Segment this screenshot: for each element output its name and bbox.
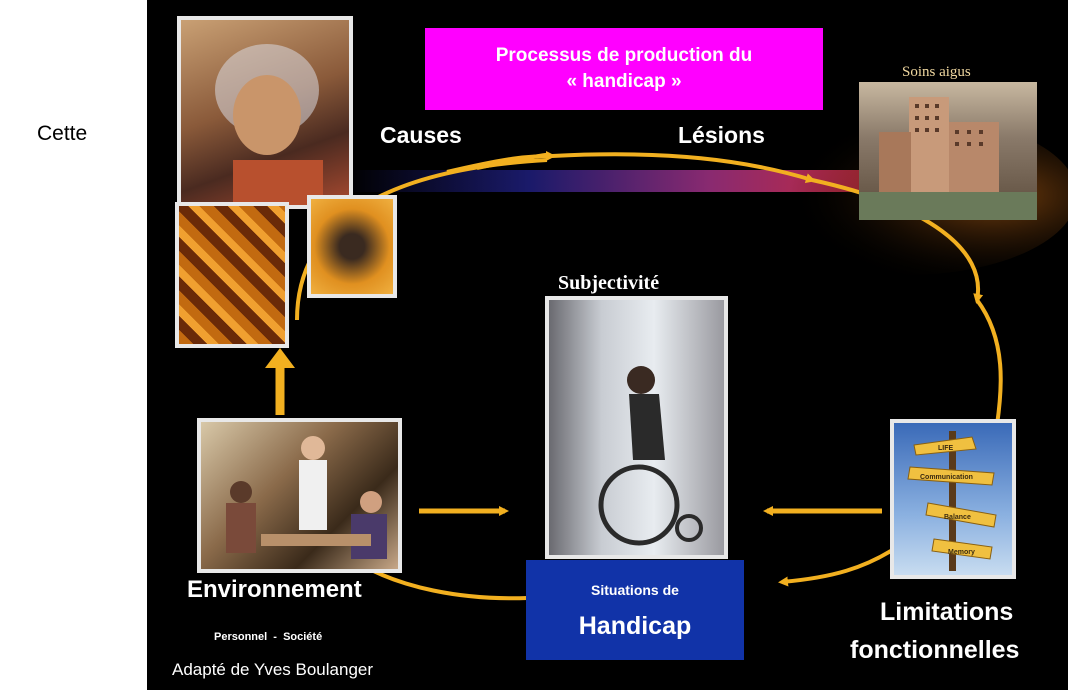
soins-aigus-label: Soins aigus: [902, 64, 971, 80]
hospital-building-icon: [859, 97, 1037, 220]
causes-label: Causes: [380, 122, 462, 148]
title-box: Processus de production du « handicap »: [425, 28, 823, 110]
sign-memory: Memory: [948, 549, 975, 556]
diagram-slide: Processus de production du « handicap » …: [147, 0, 1068, 690]
elderly-woman-icon: [215, 44, 323, 205]
hand-photo: [307, 195, 397, 298]
signpost-photo: LIFE Communication Balance Memory: [890, 419, 1016, 579]
limitations-line1: Limitations: [880, 598, 1014, 626]
people-meeting-icon: [226, 436, 387, 559]
sign-communication: Communication: [920, 474, 973, 481]
credit-label: Adapté de Yves Boulanger: [172, 660, 374, 679]
situations-de-label: Situations de: [591, 582, 679, 598]
subjectivite-label: Subjectivité: [558, 272, 660, 294]
color-band: [347, 170, 867, 192]
environnement-label: Environnement: [187, 576, 362, 603]
title-line1: Processus de production du: [495, 45, 753, 66]
personnel-societe-label: Personnel - Société: [214, 631, 323, 643]
sign-balance: Balance: [944, 514, 971, 521]
handicap-label: Handicap: [578, 612, 692, 640]
sign-life: LIFE: [938, 445, 953, 452]
wheelchair-person-icon: [598, 366, 703, 546]
railway-tracks-photo: [175, 202, 289, 348]
elderly-woman-photo: [177, 16, 353, 209]
side-text: Cette: [37, 122, 88, 145]
people-meeting-photo: [197, 418, 402, 573]
situations-handicap-box: Situations de Handicap: [526, 560, 744, 660]
signpost-icon: LIFE Communication Balance Memory: [907, 431, 997, 571]
wheelchair-photo: [545, 296, 728, 559]
hospital-photo: [859, 82, 1037, 220]
limitations-line2: fonctionnelles: [850, 636, 1020, 664]
lesions-label: Lésions: [678, 122, 765, 148]
title-line2: « handicap »: [566, 71, 682, 92]
